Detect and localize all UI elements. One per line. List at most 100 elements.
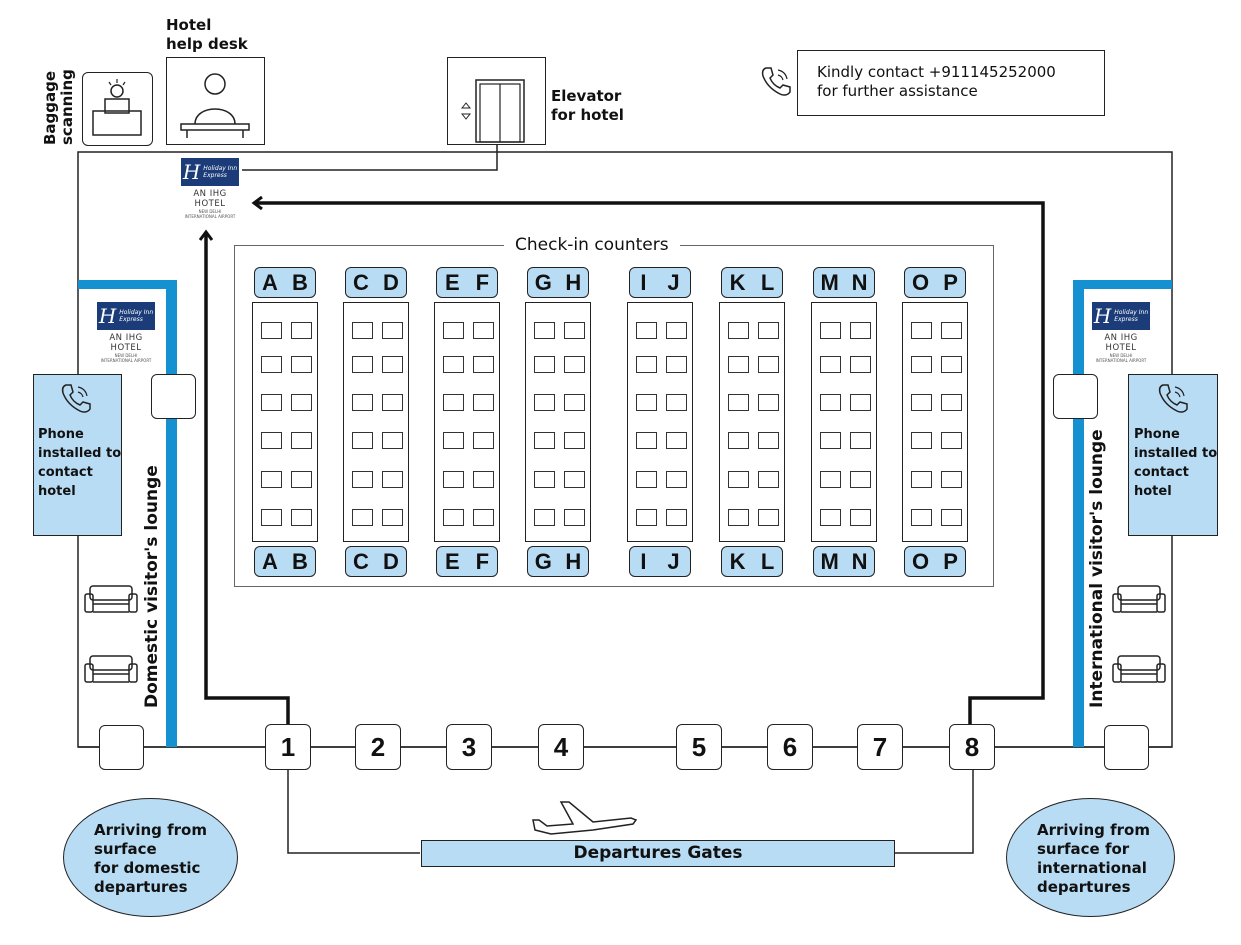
checkin-desk[interactable] (473, 394, 494, 411)
checkin-desk[interactable] (382, 394, 403, 411)
checkin-desk[interactable] (352, 394, 373, 411)
checkin-desk[interactable] (352, 322, 373, 339)
checkin-desk[interactable] (564, 356, 585, 373)
checkin-desk[interactable] (820, 356, 841, 373)
checkin-desk[interactable] (820, 432, 841, 449)
checkin-desk[interactable] (443, 322, 464, 339)
gate-5[interactable]: 5 (676, 724, 722, 770)
checkin-desk[interactable] (473, 432, 494, 449)
checkin-desk[interactable] (911, 509, 932, 526)
checkin-desk[interactable] (534, 394, 555, 411)
checkin-desk[interactable] (564, 394, 585, 411)
checkin-desk[interactable] (261, 322, 282, 339)
checkin-desk[interactable] (941, 356, 962, 373)
checkin-desk[interactable] (473, 356, 494, 373)
checkin-desk[interactable] (382, 509, 403, 526)
gate-7[interactable]: 7 (857, 724, 903, 770)
entry-door-right[interactable] (1104, 725, 1149, 770)
checkin-desk[interactable] (758, 471, 779, 488)
checkin-desk[interactable] (758, 322, 779, 339)
checkin-desk[interactable] (291, 471, 312, 488)
checkin-desk[interactable] (758, 432, 779, 449)
checkin-desk[interactable] (564, 322, 585, 339)
gate-2[interactable]: 2 (355, 724, 401, 770)
checkin-desk[interactable] (911, 356, 932, 373)
checkin-desk[interactable] (291, 322, 312, 339)
checkin-desk[interactable] (443, 471, 464, 488)
checkin-desk[interactable] (382, 471, 403, 488)
checkin-desk[interactable] (758, 509, 779, 526)
checkin-desk[interactable] (911, 471, 932, 488)
gate-8[interactable]: 8 (949, 724, 995, 770)
checkin-desk[interactable] (820, 394, 841, 411)
checkin-desk[interactable] (728, 394, 749, 411)
checkin-desk[interactable] (636, 509, 657, 526)
checkin-desk[interactable] (636, 432, 657, 449)
checkin-desk[interactable] (728, 432, 749, 449)
checkin-desk[interactable] (636, 471, 657, 488)
checkin-desk[interactable] (534, 432, 555, 449)
checkin-desk[interactable] (941, 322, 962, 339)
checkin-desk[interactable] (534, 471, 555, 488)
checkin-desk[interactable] (666, 509, 687, 526)
checkin-desk[interactable] (564, 432, 585, 449)
checkin-desk[interactable] (941, 432, 962, 449)
checkin-desk[interactable] (911, 432, 932, 449)
gate-3[interactable]: 3 (446, 724, 492, 770)
checkin-desk[interactable] (728, 322, 749, 339)
gate-1[interactable]: 1 (265, 724, 311, 770)
entry-door-left[interactable] (99, 725, 144, 770)
checkin-desk[interactable] (443, 432, 464, 449)
checkin-desk[interactable] (728, 471, 749, 488)
checkin-desk[interactable] (820, 509, 841, 526)
checkin-desk[interactable] (291, 509, 312, 526)
checkin-desk[interactable] (850, 509, 871, 526)
checkin-desk[interactable] (636, 322, 657, 339)
checkin-desk[interactable] (382, 432, 403, 449)
checkin-desk[interactable] (941, 394, 962, 411)
gate-4[interactable]: 4 (538, 724, 584, 770)
checkin-desk[interactable] (291, 356, 312, 373)
checkin-desk[interactable] (666, 394, 687, 411)
checkin-desk[interactable] (291, 432, 312, 449)
checkin-desk[interactable] (382, 356, 403, 373)
checkin-desk[interactable] (850, 432, 871, 449)
checkin-desk[interactable] (443, 394, 464, 411)
checkin-desk[interactable] (850, 356, 871, 373)
checkin-desk[interactable] (261, 432, 282, 449)
checkin-desk[interactable] (534, 509, 555, 526)
checkin-desk[interactable] (534, 356, 555, 373)
checkin-desk[interactable] (758, 394, 779, 411)
checkin-desk[interactable] (850, 322, 871, 339)
checkin-desk[interactable] (352, 356, 373, 373)
checkin-desk[interactable] (666, 471, 687, 488)
checkin-desk[interactable] (261, 394, 282, 411)
checkin-desk[interactable] (636, 394, 657, 411)
gate-6[interactable]: 6 (767, 724, 813, 770)
checkin-desk[interactable] (666, 322, 687, 339)
checkin-desk[interactable] (534, 322, 555, 339)
checkin-desk[interactable] (911, 394, 932, 411)
checkin-desk[interactable] (758, 356, 779, 373)
checkin-desk[interactable] (728, 356, 749, 373)
checkin-desk[interactable] (352, 471, 373, 488)
checkin-desk[interactable] (728, 509, 749, 526)
checkin-desk[interactable] (261, 356, 282, 373)
checkin-desk[interactable] (850, 471, 871, 488)
checkin-desk[interactable] (564, 509, 585, 526)
lounge-entry-right-top[interactable] (1053, 374, 1098, 419)
checkin-desk[interactable] (820, 471, 841, 488)
checkin-desk[interactable] (382, 322, 403, 339)
checkin-desk[interactable] (352, 509, 373, 526)
checkin-desk[interactable] (261, 471, 282, 488)
checkin-desk[interactable] (636, 356, 657, 373)
checkin-desk[interactable] (820, 322, 841, 339)
checkin-desk[interactable] (666, 432, 687, 449)
checkin-desk[interactable] (941, 471, 962, 488)
checkin-desk[interactable] (473, 322, 494, 339)
checkin-desk[interactable] (564, 471, 585, 488)
checkin-desk[interactable] (941, 509, 962, 526)
checkin-desk[interactable] (850, 394, 871, 411)
checkin-desk[interactable] (291, 394, 312, 411)
checkin-desk[interactable] (911, 322, 932, 339)
